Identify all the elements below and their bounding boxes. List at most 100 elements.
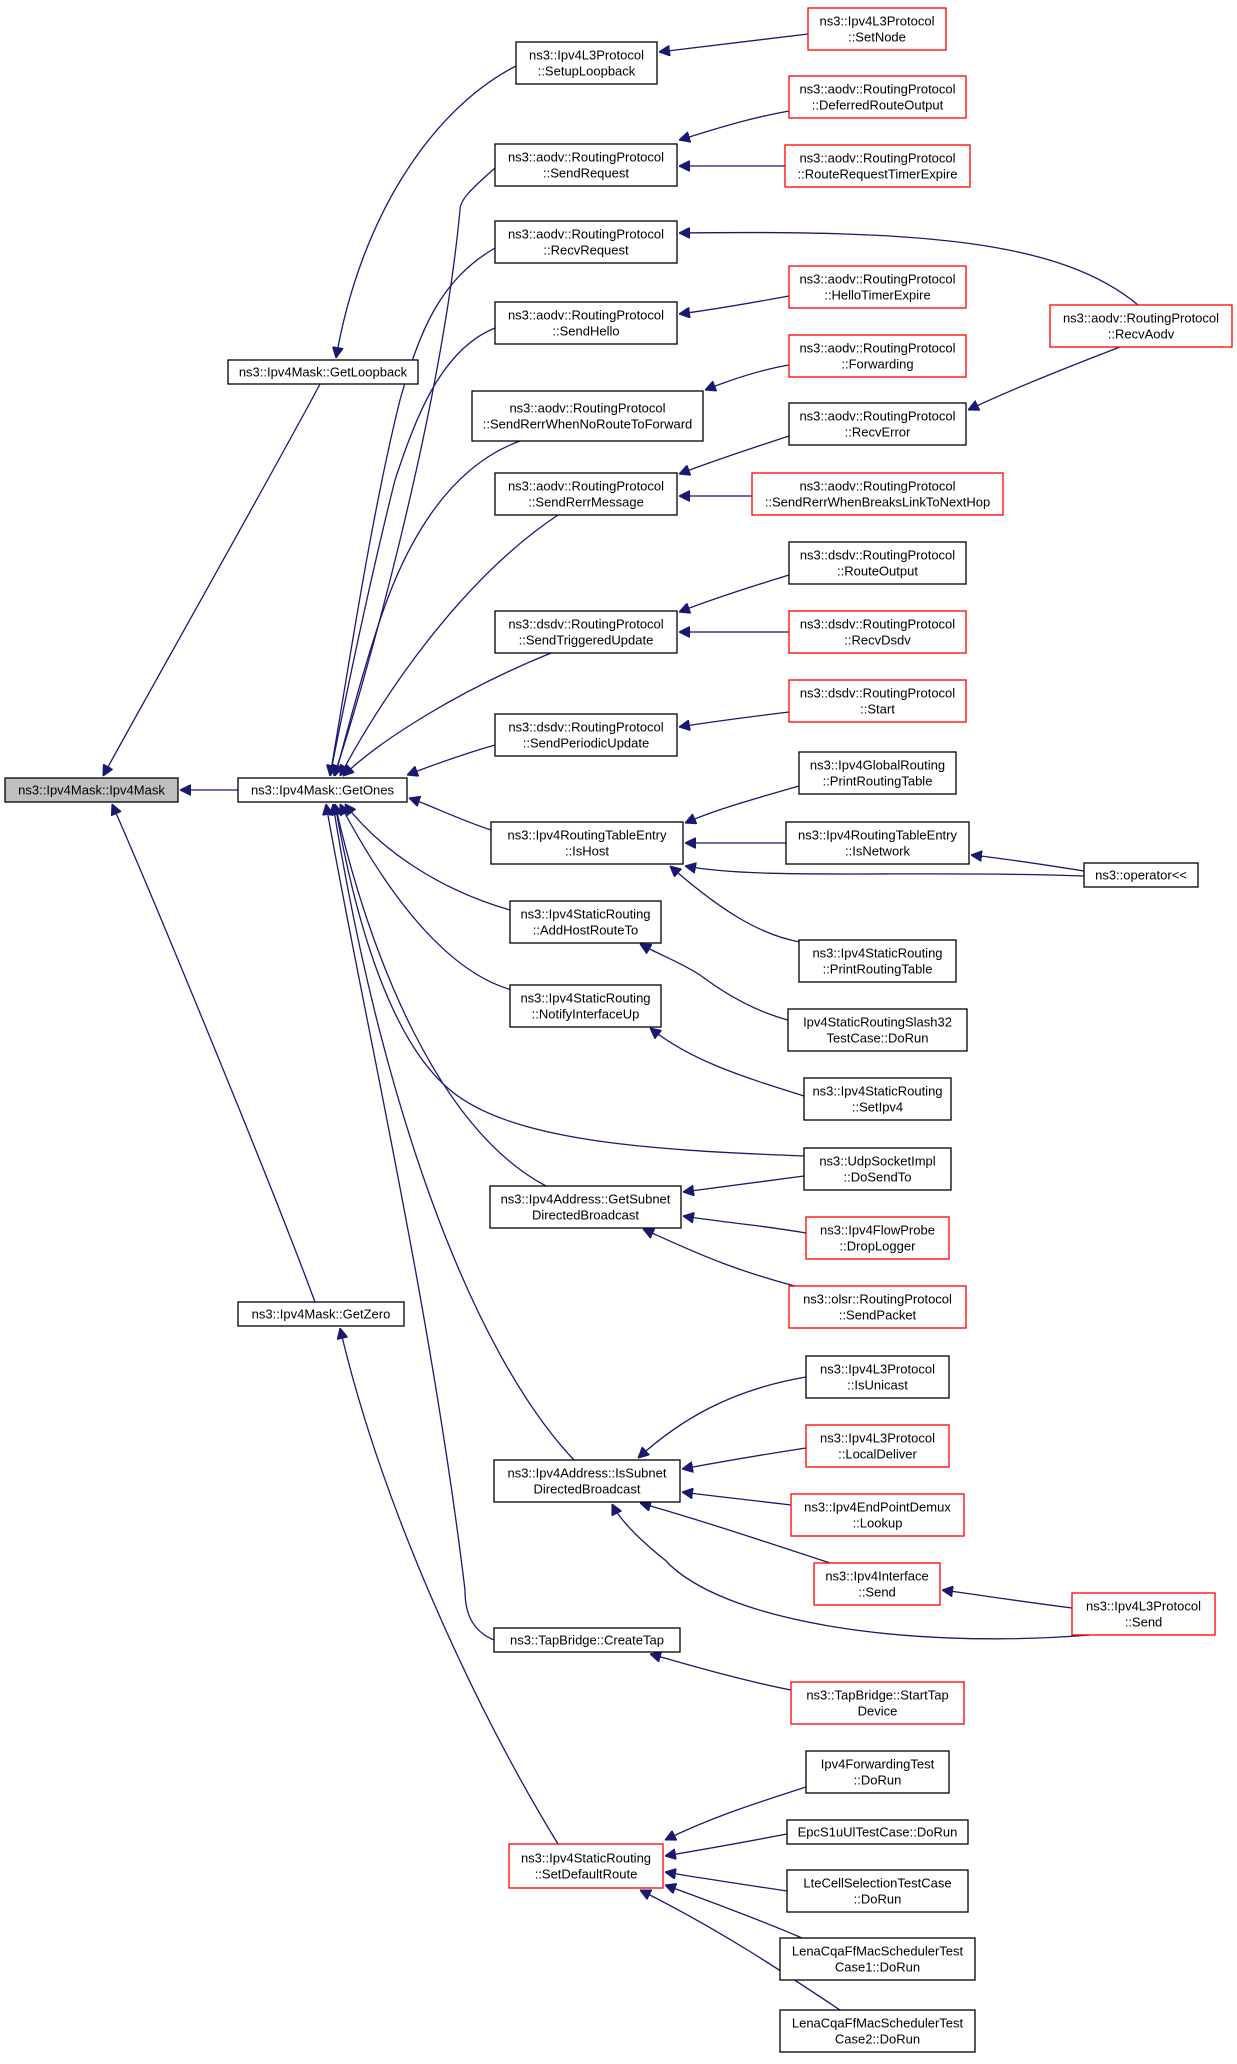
node-getones[interactable]: ns3::Ipv4Mask::GetOnes: [237, 777, 408, 803]
edge-getzero-to-root: [112, 804, 316, 1303]
node-sendrerrbreaks[interactable]: ns3::aodv::RoutingProtocol::SendRerrWhen…: [751, 472, 1004, 516]
node-flowprobedrop[interactable]: ns3::Ipv4FlowProbe::DropLogger: [805, 1216, 950, 1260]
node-isnetwork[interactable]: ns3::Ipv4RoutingTableEntry::IsNetwork: [785, 821, 970, 865]
node-label: ::Lookup: [853, 1516, 903, 1531]
node-label: ns3::Ipv4FlowProbe: [820, 1223, 935, 1238]
node-forwarding[interactable]: ns3::aodv::RoutingProtocol::Forwarding: [788, 334, 967, 378]
node-ishost[interactable]: ns3::Ipv4RoutingTableEntry::IsHost: [490, 821, 684, 865]
node-getzero[interactable]: ns3::Ipv4Mask::GetZero: [237, 1301, 405, 1327]
node-label: ::IsNetwork: [845, 844, 911, 859]
node-addhostroute[interactable]: ns3::Ipv4StaticRouting::AddHostRouteTo: [509, 900, 662, 944]
node-setipv4[interactable]: ns3::Ipv4StaticRouting::SetIpv4: [803, 1077, 952, 1121]
node-fwdtest[interactable]: Ipv4ForwardingTest::DoRun: [805, 1750, 950, 1794]
node-label: ::SetNode: [848, 30, 906, 45]
node-recvrequest[interactable]: ns3::aodv::RoutingProtocol::RecvRequest: [494, 220, 678, 264]
edge-recvrequest-to-getones: [330, 247, 496, 776]
edge-operatorout-to-ishost: [685, 866, 1085, 877]
node-box: [509, 900, 662, 944]
node-sendhello[interactable]: ns3::aodv::RoutingProtocol::SendHello: [494, 301, 678, 345]
node-dsdvsendperiodic[interactable]: ns3::dsdv::RoutingProtocol::SendPeriodic…: [494, 713, 678, 757]
node-box: [508, 1843, 664, 1889]
node-getloopback[interactable]: ns3::Ipv4Mask::GetLoopback: [227, 359, 419, 385]
node-setdefaultroute[interactable]: ns3::Ipv4StaticRouting::SetDefaultRoute: [508, 1843, 664, 1889]
node-label: ::SendPacket: [839, 1308, 917, 1323]
node-box: [805, 1216, 950, 1260]
node-staticprinttable[interactable]: ns3::Ipv4StaticRouting::PrintRoutingTabl…: [798, 939, 957, 983]
node-dsdvrecvdsdv[interactable]: ns3::dsdv::RoutingProtocol::RecvDsdv: [788, 610, 967, 654]
node-label: ns3::Ipv4Mask::Ipv4Mask: [18, 783, 165, 798]
node-dsdvstart[interactable]: ns3::dsdv::RoutingProtocol::Start: [788, 679, 967, 723]
node-label: ns3::Ipv4Address::GetSubnet: [501, 1192, 671, 1207]
node-label: ::DoSendTo: [844, 1170, 912, 1185]
node-sendrequest[interactable]: ns3::aodv::RoutingProtocol::SendRequest: [494, 143, 678, 187]
edge-sendrerrnoroute-to-getones: [335, 440, 521, 776]
edge-issubnetbcast-to-getones: [333, 804, 575, 1461]
node-localdeliver[interactable]: ns3::Ipv4L3Protocol::LocalDeliver: [805, 1424, 950, 1468]
node-dsdvrouteoutput[interactable]: ns3::dsdv::RoutingProtocol::RouteOutput: [788, 541, 967, 585]
edge-localdeliver-to-issubnetbcast: [682, 1447, 807, 1469]
node-box: [787, 1008, 968, 1052]
node-olsrsendpacket[interactable]: ns3::olsr::RoutingProtocol::SendPacket: [788, 1285, 967, 1329]
node-label: ::SendRerrMessage: [528, 495, 644, 510]
node-label: ::RouteRequestTimerExpire: [798, 167, 958, 182]
node-box: [785, 821, 970, 865]
node-routerequesttimerexpire[interactable]: ns3::aodv::RoutingProtocol::RouteRequest…: [784, 144, 971, 188]
node-ltecellsel[interactable]: LteCellSelectionTestCase::DoRun: [786, 1869, 969, 1913]
node-setuploopback[interactable]: ns3::Ipv4L3Protocol::SetupLoopback: [515, 41, 658, 85]
node-createtap[interactable]: ns3::TapBridge::CreateTap: [493, 1627, 681, 1653]
node-label: ns3::TapBridge::CreateTap: [510, 1633, 664, 1648]
node-sendrerrmessage[interactable]: ns3::aodv::RoutingProtocol::SendRerrMess…: [494, 472, 678, 516]
node-box: [779, 2009, 976, 2053]
node-box: [509, 984, 662, 1028]
edge-getloopback-to-root: [103, 383, 321, 776]
node-sendrerrnoroute[interactable]: ns3::aodv::RoutingProtocol::SendRerrWhen…: [471, 390, 704, 442]
node-ifacesend[interactable]: ns3::Ipv4Interface::Send: [813, 1562, 941, 1606]
node-udpdosendto[interactable]: ns3::UdpSocketImpl::DoSendTo: [803, 1147, 952, 1191]
node-notifyifup[interactable]: ns3::Ipv4StaticRouting::NotifyInterfaceU…: [509, 984, 662, 1028]
node-issubnetbcast[interactable]: ns3::Ipv4Address::IsSubnetDirectedBroadc…: [493, 1459, 681, 1503]
node-box: [1049, 304, 1233, 348]
node-hellotimerexpire[interactable]: ns3::aodv::RoutingProtocol::HelloTimerEx…: [788, 265, 967, 309]
node-label: ns3::UdpSocketImpl: [819, 1154, 935, 1169]
edge-epcs1u-to-setdefaultroute: [665, 1833, 788, 1856]
node-box: [790, 1681, 965, 1725]
node-setnode[interactable]: ns3::Ipv4L3Protocol::SetNode: [807, 7, 947, 51]
node-layer: ns3::Ipv4Mask::Ipv4Maskns3::Ipv4Mask::Ge…: [4, 7, 1233, 2053]
edge-notifyifup-to-getones: [339, 804, 513, 991]
node-label: ns3::aodv::RoutingProtocol: [799, 82, 955, 97]
node-label: ns3::Ipv4StaticRouting: [521, 1851, 651, 1866]
node-label: ns3::dsdv::RoutingProtocol: [800, 548, 955, 563]
node-box: [494, 301, 678, 345]
node-epcs1u[interactable]: EpcS1uUlTestCase::DoRun: [786, 1819, 969, 1845]
node-isunicast[interactable]: ns3::Ipv4L3Protocol::IsUnicast: [805, 1355, 950, 1399]
node-label: Device: [858, 1704, 898, 1719]
node-box: [4, 777, 179, 803]
node-epdemuxlookup[interactable]: ns3::Ipv4EndPointDemux::Lookup: [790, 1493, 965, 1537]
node-label: ns3::Ipv4L3Protocol: [1086, 1599, 1201, 1614]
node-label: ns3::Ipv4RoutingTableEntry: [798, 828, 957, 843]
edge-recvaodv-to-recverror: [968, 346, 1121, 410]
node-getsubnetbcast[interactable]: ns3::Ipv4Address::GetSubnetDirectedBroad…: [489, 1185, 682, 1229]
node-l3send[interactable]: ns3::Ipv4L3Protocol::Send: [1071, 1592, 1216, 1636]
node-label: EpcS1uUlTestCase::DoRun: [798, 1825, 958, 1840]
node-box: [493, 1459, 681, 1503]
node-box: [788, 1285, 967, 1329]
node-box: [788, 265, 967, 309]
node-label: ns3::Ipv4EndPointDemux: [804, 1500, 951, 1515]
edge-setuploopback-to-getloopback: [336, 65, 517, 358]
node-dsdvsendtriggered[interactable]: ns3::dsdv::RoutingProtocol::SendTriggere…: [494, 610, 678, 654]
node-label: ns3::olsr::RoutingProtocol: [803, 1292, 952, 1307]
node-recvaodv[interactable]: ns3::aodv::RoutingProtocol::RecvAodv: [1049, 304, 1233, 348]
node-deferredrouteoutput[interactable]: ns3::aodv::RoutingProtocol::DeferredRout…: [788, 75, 967, 119]
node-operatorout[interactable]: ns3::operator<<: [1083, 862, 1199, 888]
node-recverror[interactable]: ns3::aodv::RoutingProtocol::RecvError: [788, 402, 967, 446]
node-label: ns3::Ipv4StaticRouting: [812, 946, 942, 961]
node-label: ns3::Ipv4L3Protocol: [820, 1362, 935, 1377]
node-globalprinttable[interactable]: ns3::Ipv4GlobalRouting::PrintRoutingTabl…: [798, 751, 957, 795]
node-label: ::Send: [1125, 1615, 1163, 1630]
node-root[interactable]: ns3::Ipv4Mask::Ipv4Mask: [4, 777, 179, 803]
